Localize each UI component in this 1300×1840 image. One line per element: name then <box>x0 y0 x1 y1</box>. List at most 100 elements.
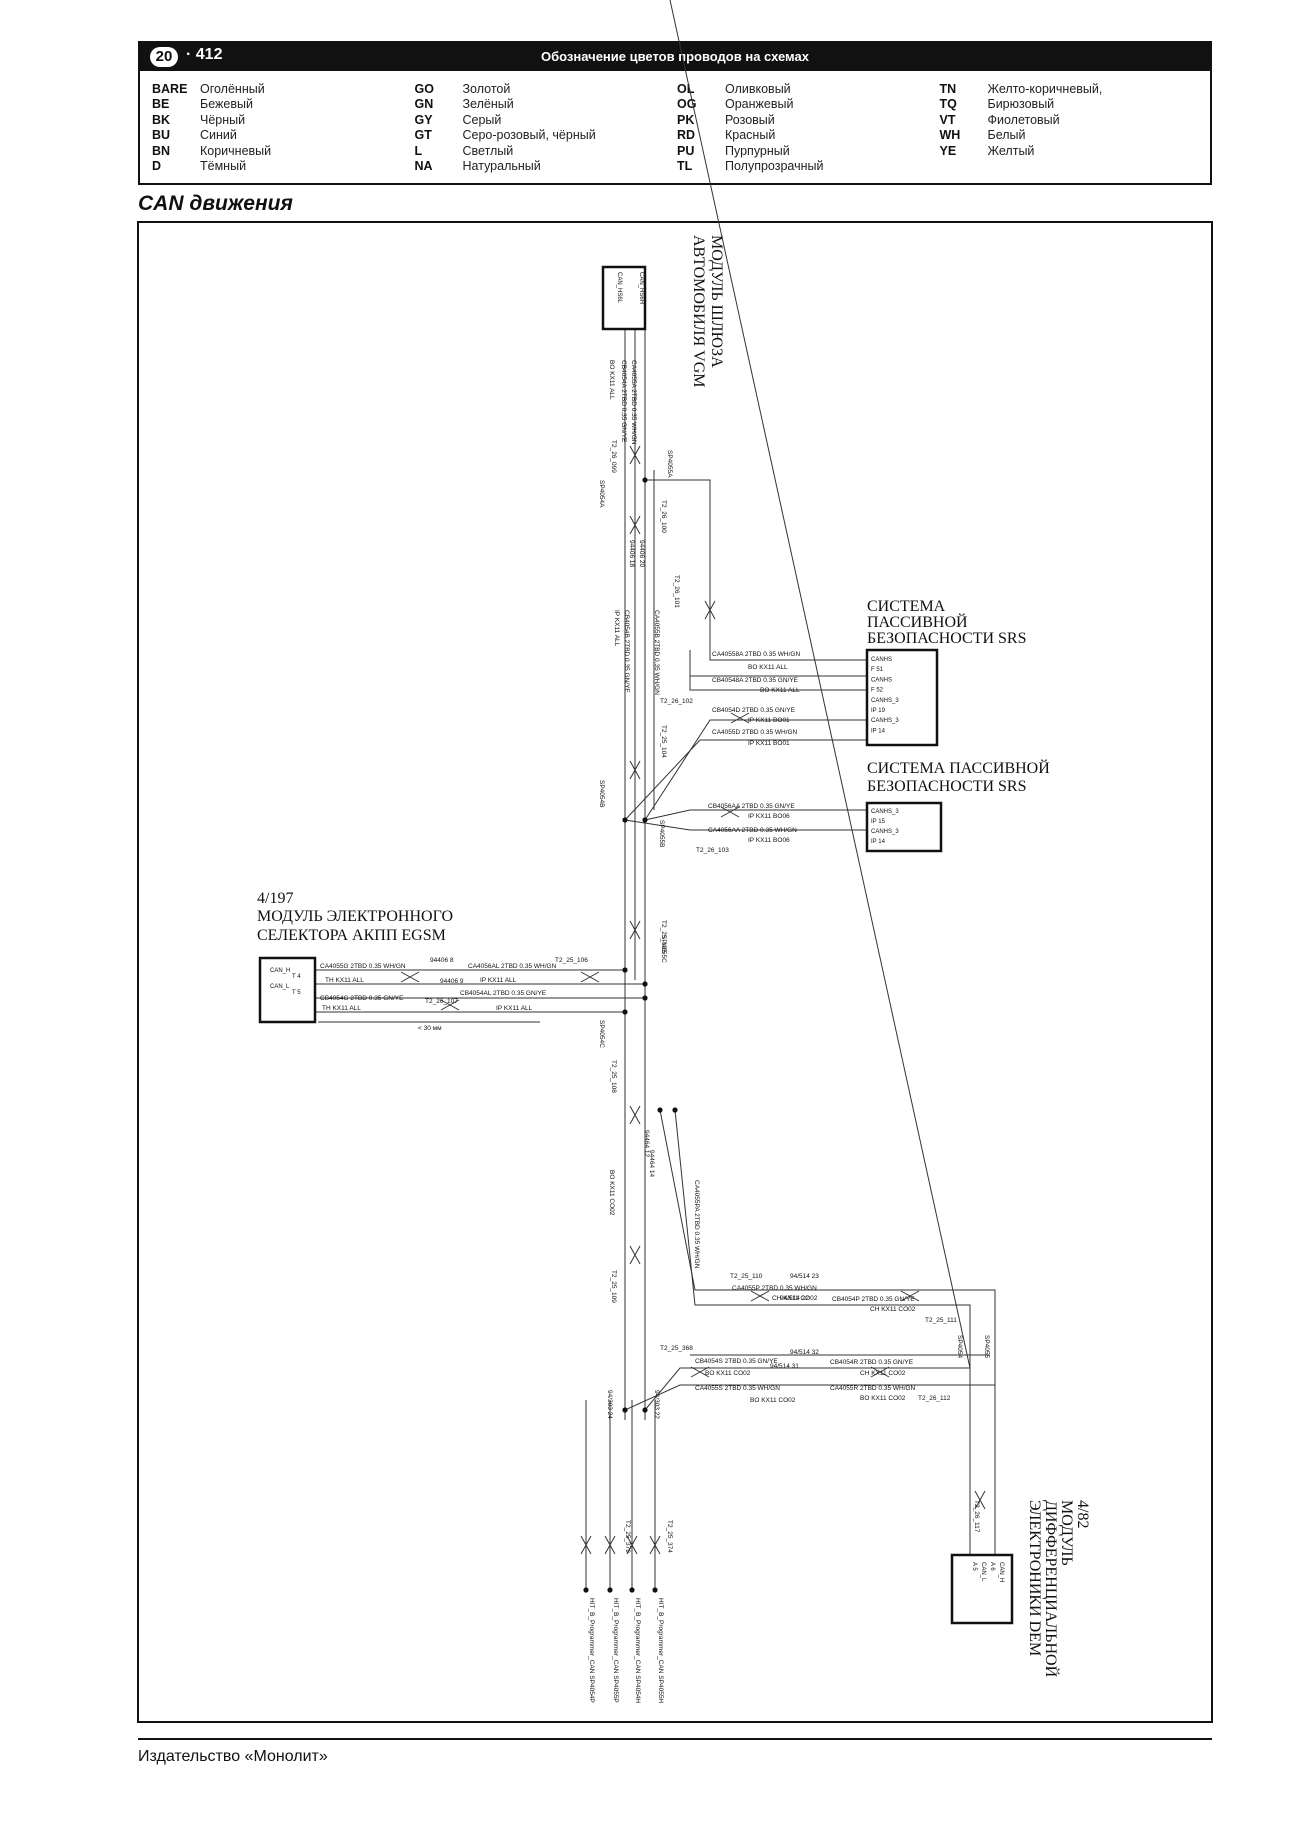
wire-label: IP KX11 BO01 <box>748 740 790 747</box>
splice-point <box>622 1407 628 1413</box>
legend-code: BARE <box>152 81 188 96</box>
wire-label: BO KX11 CO02 <box>750 1397 796 1404</box>
legend-row: BARE Оголённый <box>152 81 415 97</box>
legend-color-name: Чёрный <box>200 112 246 127</box>
twisted-pair-marker <box>580 971 600 983</box>
wire-label-vertical: T2_25_104 <box>660 725 667 758</box>
twisted-pair-marker <box>690 1366 710 1378</box>
wire-label-vertical: SP4054C <box>598 1020 605 1048</box>
wire-label-vertical: BO KX11 CO02 <box>608 1170 615 1216</box>
legend-color-name: Оголённый <box>200 81 265 96</box>
vgm-pin-2: CAN_HS6L <box>616 272 622 304</box>
wire-label: IP KX11 BO06 <box>748 813 790 820</box>
twisted-pair-marker <box>720 806 740 818</box>
wire-label: 94406 8 <box>430 957 454 964</box>
wire-label-vertical: IP KX11 ALL <box>613 610 620 647</box>
wire-label: CH KX11 CO02 <box>860 1370 906 1377</box>
wire-label: IP KX11 ALL <box>480 977 517 984</box>
legend-code: TQ <box>939 97 957 112</box>
legend-color-name: Розовый <box>725 112 775 127</box>
splice-point <box>622 1009 628 1015</box>
wire-dem-c <box>669 0 971 1369</box>
wire-label: 94/514 31 <box>770 1363 799 1370</box>
wire-label: CB4056AA 2TBD 0.35 GN/YE <box>708 803 795 810</box>
wire-label: T2_26_103 <box>696 847 729 854</box>
wire-label-vertical: T2_26_101 <box>673 575 680 608</box>
wire-label-vertical: SP4055A <box>666 450 673 478</box>
srs1-pin-label: IP 19 <box>871 708 886 714</box>
srs2-label-line1: СИСТЕМА ПАССИВНОЙ <box>867 758 1050 777</box>
wire-label-vertical: T2_26_117 <box>973 1500 980 1533</box>
srs1-label-line3: БЕЗОПАСНОСТИ SRS <box>867 630 1026 647</box>
splice-point <box>629 1587 635 1593</box>
splice-point <box>642 995 648 1001</box>
splice-point <box>607 1587 613 1593</box>
wire-label: CA4056AL 2TBD 0.35 WH/GN <box>468 963 557 970</box>
legend-color-name: Полупрозрачный <box>725 159 824 174</box>
wire-label: T2_25_111 <box>925 1317 957 1324</box>
wire-label-vertical: 94464 12 <box>643 1130 650 1157</box>
legend-code: TL <box>677 159 693 174</box>
egsm-pin-label: T 4 <box>292 974 301 980</box>
legend-color-name: Серый <box>462 112 502 127</box>
wire-label: CH KX11 CO02 <box>772 1295 818 1302</box>
wire-label: CA4055G 2TBD 0.35 WH/GN <box>320 963 406 970</box>
wire-label-vertical: BO KX11 ALL <box>608 360 615 400</box>
twisted-pair-marker <box>400 971 420 983</box>
wire-label-vertical: T2_25_105 <box>660 920 667 953</box>
twisted-pair-marker <box>629 515 641 535</box>
wire-label: T2_25_110 <box>730 1273 763 1280</box>
dem-label-line2: ДИФФЕРЕНЦИАЛЬНОЙ <box>1042 1500 1061 1678</box>
wire-label-vertical: SP4054 <box>956 1335 963 1359</box>
twisted-pair-marker <box>974 1490 986 1510</box>
splice-point <box>642 1407 648 1413</box>
legend-row: TL Полупрозрачный <box>677 159 940 175</box>
legend-code: PK <box>677 112 695 127</box>
programmer-connector-label: HIT_B_Programmer_CAN SP4055P <box>612 1598 619 1703</box>
twisted-pair-marker <box>440 999 460 1011</box>
srs1-label-line1: СИСТЕМА <box>867 598 946 615</box>
wire-label: CB4054P 2TBD 0.35 GN/YE <box>832 1296 915 1303</box>
wire-label: CB4054D 2TBD 0.35 GN/YE <box>712 707 796 714</box>
srs1-label-line2: ПАССИВНОЙ <box>867 612 968 631</box>
twisted-pair-marker <box>704 600 716 620</box>
wire-dem-d <box>644 1367 970 1411</box>
wire-label: 94406 9 <box>440 978 464 985</box>
splice-point <box>642 981 648 987</box>
srs2-pin-label: IP 15 <box>871 819 886 825</box>
egsm-pin-label: CAN_L <box>270 984 290 990</box>
egsm-label-line1: МОДУЛЬ ЭЛЕКТРОННОГО <box>257 908 453 925</box>
wire-label: IP KX11 BO06 <box>748 837 790 844</box>
wire-top-branch <box>645 479 870 661</box>
dem-label-line3: ЭЛЕКТРОНИКИ DEM <box>1026 1500 1043 1656</box>
wire-label: TH KX11 ALL <box>322 1005 361 1012</box>
wire-label-vertical: T2_25_379 <box>624 1520 631 1553</box>
twisted-pair-marker <box>626 1535 638 1555</box>
wire-label: CH KX11 CO02 <box>870 1306 916 1313</box>
wire-label: CA4055R 2TBD 0.35 WH/GN <box>830 1385 916 1392</box>
legend-header-bar: 20 · 412 Обозначение цветов проводов на … <box>140 43 1210 71</box>
vgm-label-line2: АВТОМОБИЛЯ VGM <box>690 235 707 388</box>
dem-ref: 4/82 <box>1074 1500 1091 1528</box>
wire-label-vertical: CB4054A 2TBD 0.35 GN/YE <box>620 360 627 443</box>
wire-label-vertical: SP4054B <box>598 780 605 807</box>
chapter-badge: 20 <box>150 47 178 67</box>
wire-label: CA40558A 2TBD 0.35 WH/GN <box>712 651 800 658</box>
wire-srs2-b <box>624 819 870 831</box>
splice-point <box>642 817 648 823</box>
section-title: CAN движения <box>138 192 293 215</box>
splice-point <box>622 967 628 973</box>
legend-code: NA <box>414 159 433 174</box>
legend-code: WH <box>939 128 961 143</box>
dem-pin-label: CAN_H <box>998 1562 1004 1582</box>
legend-color-name: Бирюзовый <box>987 97 1055 112</box>
srs1-pin-label: CANHS_3 <box>871 698 899 704</box>
wire-label-vertical: SP4054A <box>598 480 605 508</box>
twisted-pair-marker <box>604 1535 616 1555</box>
legend-color-name: Желто-коричневый, <box>987 81 1103 96</box>
